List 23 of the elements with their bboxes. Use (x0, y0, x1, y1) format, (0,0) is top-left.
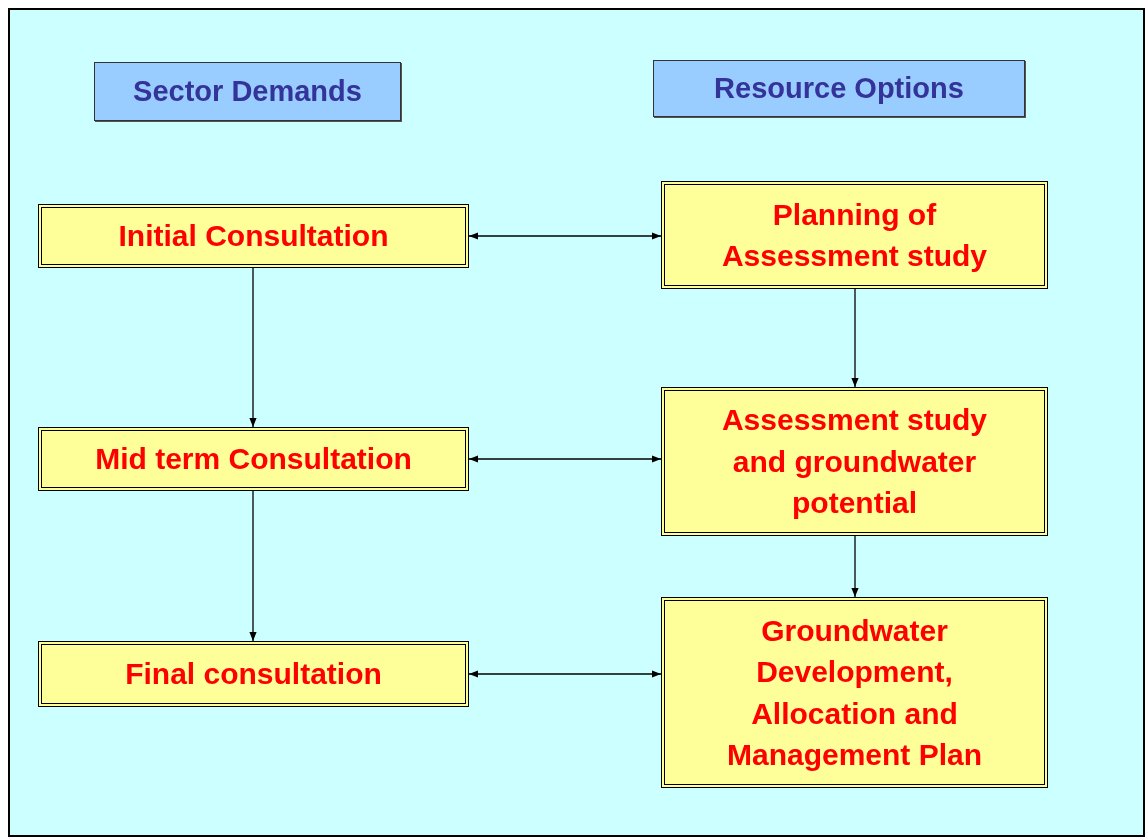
process-box (38, 204, 469, 268)
process-box (661, 181, 1048, 289)
arrow (249, 267, 257, 428)
process-box (38, 641, 469, 707)
process-box (38, 427, 469, 491)
arrow (249, 490, 257, 642)
box-label: Groundwater Development, Allocation and Management Plan (725, 612, 984, 773)
box-label: Final consultation (125, 656, 382, 693)
column-header (94, 62, 401, 121)
process-box (661, 387, 1048, 536)
arrow (851, 288, 859, 388)
box-label: Mid term Consultation (95, 441, 412, 478)
box-label: Resource Options (714, 72, 964, 105)
arrow (851, 535, 859, 598)
box-label: Assessment study and groundwater potential (720, 402, 989, 522)
arrow (468, 232, 662, 240)
arrow (468, 670, 662, 678)
process-box (661, 597, 1048, 788)
box-label: Initial Consultation (118, 218, 389, 255)
box-label: Planning of Assessment study (720, 196, 989, 274)
arrow (468, 455, 662, 463)
column-header (653, 60, 1025, 117)
box-label: Sector Demands (133, 75, 362, 108)
